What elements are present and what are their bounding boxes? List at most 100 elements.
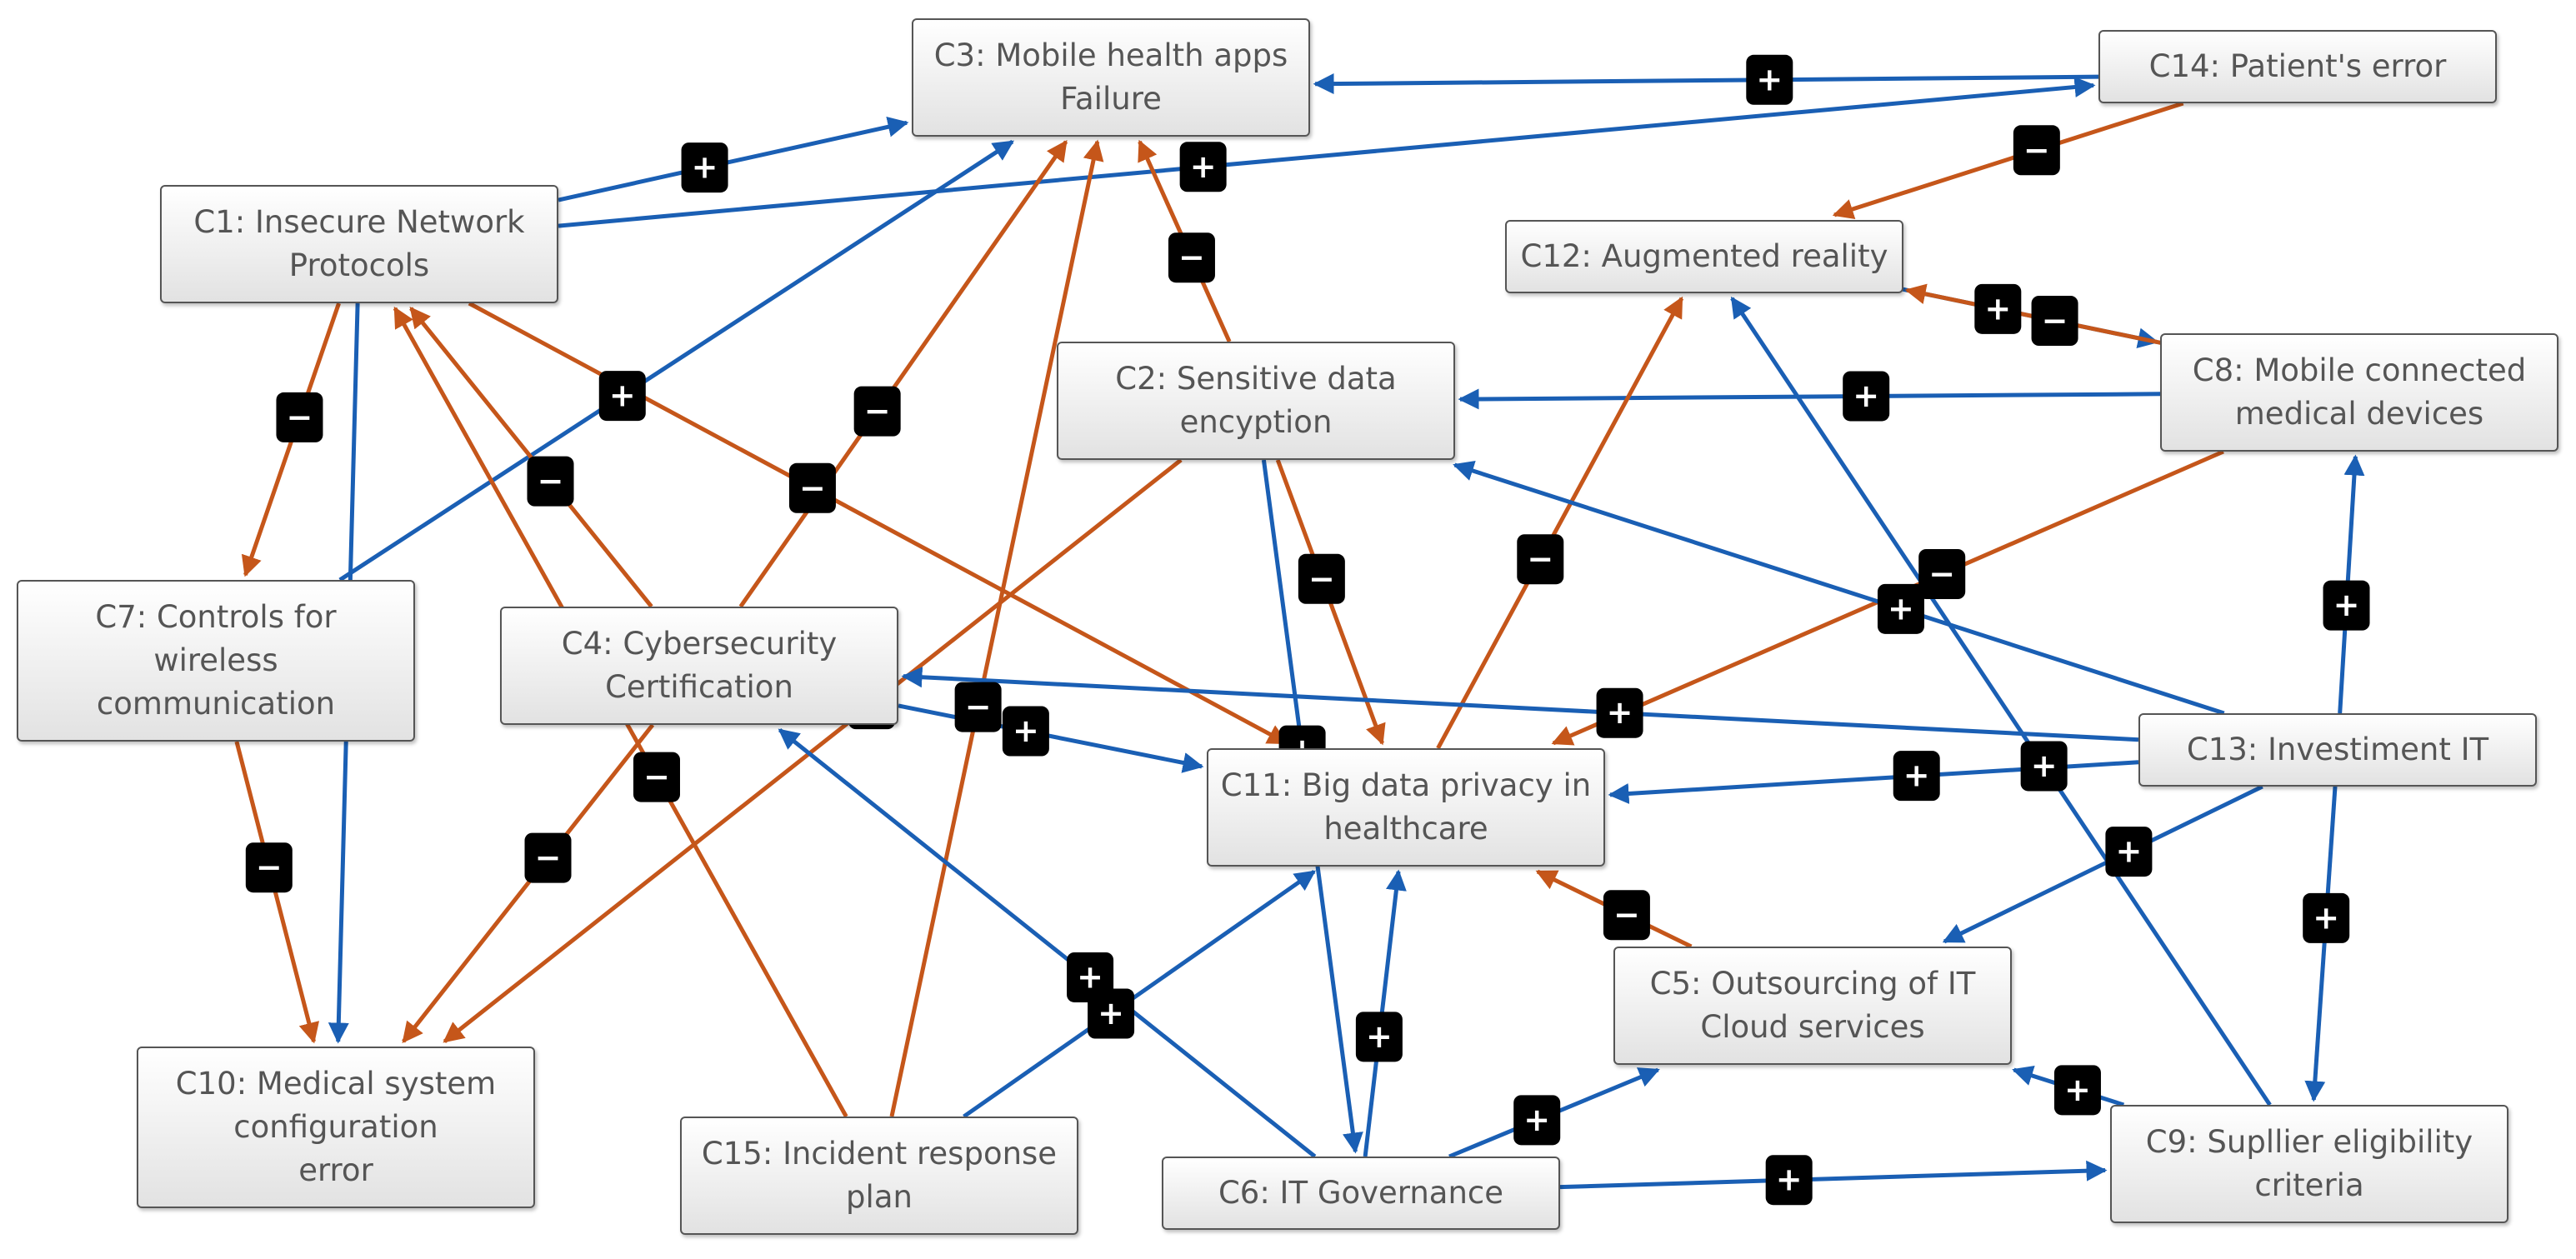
node-c6[interactable]: C6: IT Governance (1162, 1157, 1560, 1230)
node-c9[interactable]: C9: Supllier eligibility criteria (2110, 1105, 2508, 1223)
polarity-badge-c8-c12: − (2031, 296, 2078, 347)
polarity-badge-c14-c3: + (1746, 54, 1793, 105)
polarity-sign: − (2023, 132, 2050, 168)
polarity-sign: + (1366, 1018, 1393, 1055)
polarity-badge-c8-c11: − (1918, 549, 1966, 599)
polarity-badge-c12-c8: + (1974, 283, 2022, 334)
polarity-badge-c6-c11: + (1355, 1012, 1403, 1062)
edge-c13-c9 (2304, 786, 2338, 1102)
polarity-sign: − (538, 462, 564, 499)
edge-c1-c14 (558, 77, 2096, 228)
polarity-sign: + (1607, 694, 1633, 731)
edge-c7-c3 (338, 139, 1014, 582)
polarity-sign: − (1178, 239, 1205, 276)
node-c15[interactable]: C15: Incident response plan (680, 1117, 1078, 1235)
polarity-sign: + (2313, 899, 2339, 936)
polarity-badge-c13-c8: + (2323, 580, 2370, 631)
polarity-badge-c5-c11: − (1603, 890, 1650, 941)
polarity-sign: + (1077, 958, 1103, 995)
node-c1[interactable]: C1: Insecure Network Protocols (160, 185, 558, 303)
polarity-sign: + (2031, 747, 2058, 784)
polarity-sign: − (799, 469, 826, 506)
edge-c2-c10 (443, 458, 1183, 1043)
polarity-badge-c4-c1: − (527, 456, 574, 507)
edge-c6-c4 (778, 728, 1317, 1158)
polarity-badge-c6-c4: + (1067, 952, 1114, 1002)
polarity-sign: + (1984, 290, 2011, 327)
edge-c4-c10 (402, 723, 655, 1043)
polarity-sign: + (1853, 377, 1879, 414)
polarity-badge-c8-c2: + (1843, 371, 1890, 422)
polarity-badge-c1-c3: + (681, 142, 728, 193)
polarity-badge-c4-c10: − (524, 832, 572, 883)
polarity-badge-c2-c3: − (1168, 232, 1215, 283)
polarity-sign: − (1613, 897, 1640, 933)
node-c2[interactable]: C2: Sensitive data encyption (1057, 342, 1455, 460)
polarity-badge-c7-c3: + (598, 371, 646, 422)
polarity-badge-c13-c9: + (2303, 892, 2350, 943)
edge-c4-c11 (898, 703, 1204, 773)
polarity-sign: − (864, 392, 891, 429)
edge-c8-c2 (1458, 388, 2161, 410)
polarity-sign: − (965, 688, 992, 725)
polarity-badge-c4-c3: − (853, 386, 901, 437)
polarity-badge-c15-c1: − (633, 752, 680, 802)
edge-c13-c5 (1942, 784, 2263, 944)
polarity-badge-c4-c11: + (1002, 706, 1049, 757)
node-c5[interactable]: C5: Outsourcing of IT Cloud services (1613, 947, 2012, 1065)
polarity-badge-c7-c10: − (245, 842, 293, 893)
node-c12[interactable]: C12: Augmented reality (1505, 220, 1903, 293)
polarity-sign: + (1903, 757, 1930, 794)
polarity-sign: + (2115, 833, 2142, 870)
polarity-sign: + (692, 149, 718, 186)
node-c8[interactable]: C8: Mobile connected medical devices (2160, 333, 2558, 452)
edge-c6-c9 (1559, 1160, 2108, 1190)
edge-c14-c3 (1313, 73, 2099, 95)
polarity-sign: − (1928, 556, 1955, 592)
polarity-sign: − (535, 839, 562, 876)
polarity-sign: − (1308, 560, 1335, 597)
polarity-sign: + (1190, 148, 1217, 185)
node-c10[interactable]: C10: Medical system configuration error (137, 1047, 535, 1208)
polarity-sign: − (1527, 541, 1553, 577)
polarity-badge-c9-c12: + (2020, 741, 2068, 792)
badges-layer: ++−+−+−+−−−+−−−−+−−++−+−−++++++++−++++ (245, 54, 2370, 1206)
polarity-sign: + (1013, 712, 1039, 749)
edge-c11-c12 (1436, 296, 1684, 750)
node-c11[interactable]: C11: Big data privacy in healthcare (1207, 748, 1605, 867)
node-c13[interactable]: C13: Investiment IT (2138, 713, 2537, 787)
polarity-badge-c1-c7: − (276, 392, 323, 442)
polarity-badge-c13-c5: + (2105, 827, 2153, 877)
node-c14[interactable]: C14: Patient's error (2098, 30, 2497, 103)
polarity-badge-c1-c14: + (1179, 142, 1227, 192)
edge-c1-c3 (558, 116, 909, 202)
polarity-badge-c13-c4: + (1596, 687, 1643, 738)
polarity-sign: + (2064, 1072, 2091, 1108)
polarity-badge-c9-c5: + (2053, 1065, 2101, 1116)
edge-c13-c2 (1453, 461, 2225, 716)
edge-c4-c3 (738, 139, 1068, 608)
polarity-sign: + (1776, 1162, 1803, 1198)
polarity-badge-c15-c3: − (954, 682, 1002, 732)
node-c7[interactable]: C7: Controls for wireless communication (17, 580, 415, 742)
edge-c14-c12 (1832, 101, 2184, 220)
edge-c15-c3 (889, 139, 1104, 1117)
polarity-badge-c6-c9: + (1765, 1155, 1813, 1206)
polarity-sign: − (643, 758, 670, 795)
polarity-badge-c1-c11: − (788, 462, 836, 513)
edges-layer (234, 73, 2365, 1190)
polarity-sign: − (256, 849, 283, 886)
polarity-sign: + (1888, 590, 1914, 627)
polarity-badge-c2-c11: − (1298, 553, 1345, 604)
edge-c13-c4 (901, 667, 2139, 742)
polarity-sign: + (1523, 1102, 1550, 1138)
node-c3[interactable]: C3: Mobile health apps Failure (912, 18, 1310, 137)
node-c4[interactable]: C4: Cybersecurity Certification (500, 607, 898, 725)
polarity-sign: + (2333, 587, 2360, 623)
polarity-badge-c13-c2: + (1877, 583, 1924, 634)
edge-c9-c12 (1730, 296, 2272, 1107)
polarity-sign: + (609, 377, 636, 414)
polarity-badge-c6-c5: + (1513, 1095, 1561, 1146)
